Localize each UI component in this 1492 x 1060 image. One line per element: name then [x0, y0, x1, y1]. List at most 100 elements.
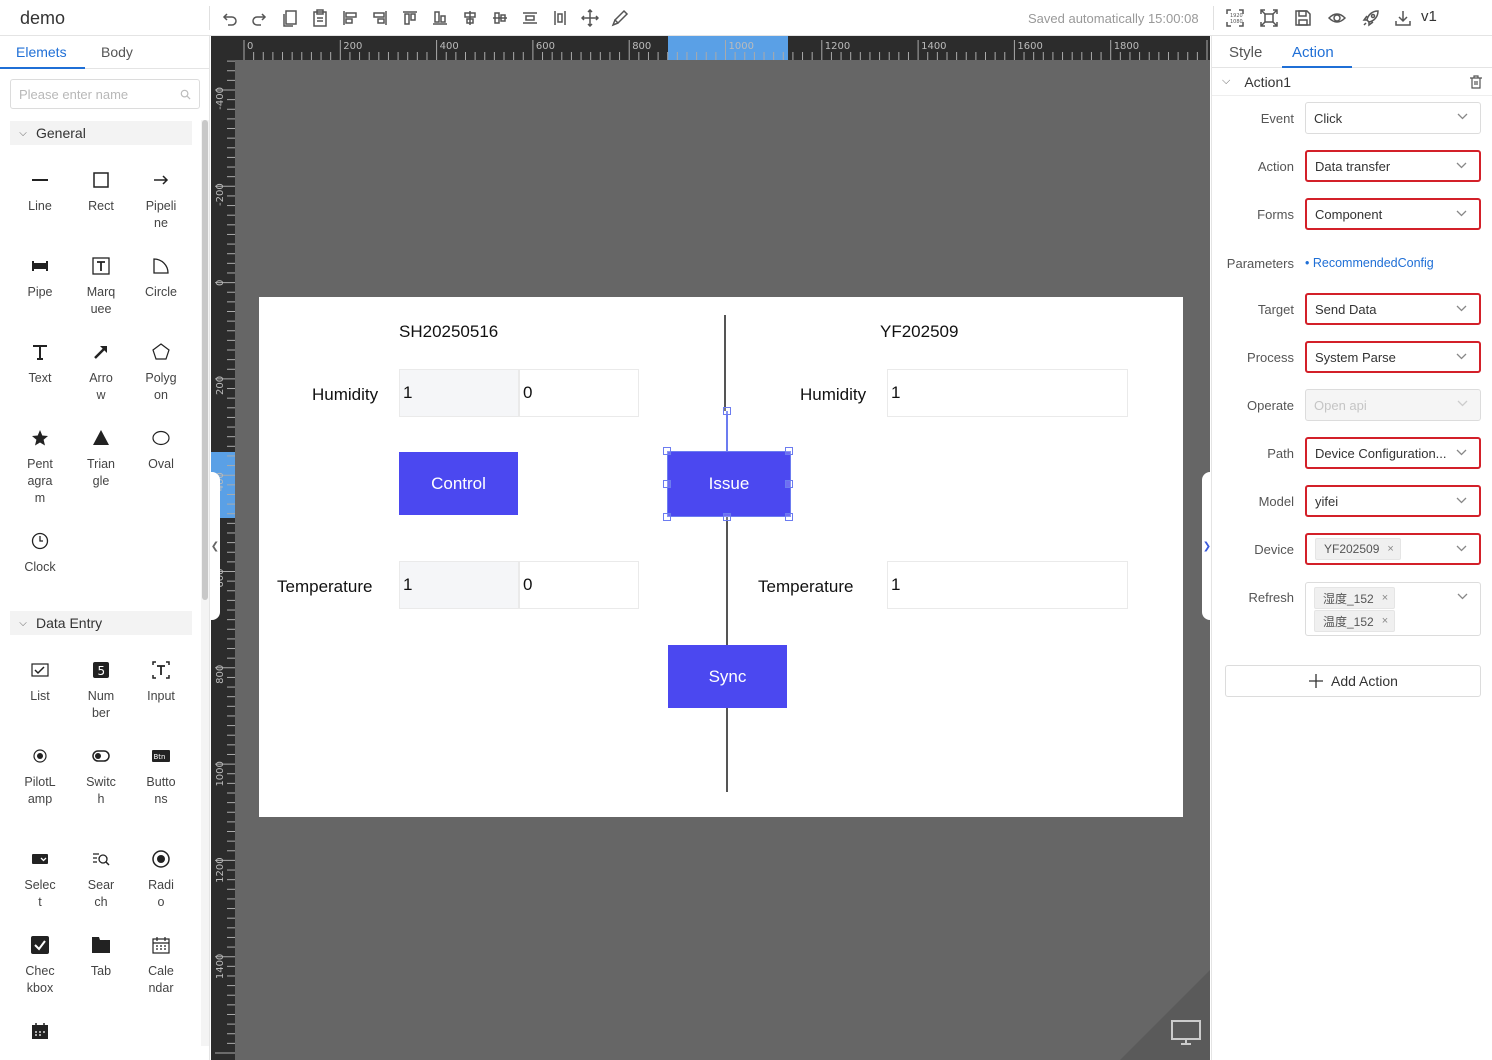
- element-line[interactable]: Line: [10, 166, 70, 215]
- device-a-humidity-value-1[interactable]: 1: [399, 369, 519, 417]
- sync-button[interactable]: Sync: [668, 645, 787, 708]
- scrollbar-thumb[interactable]: [202, 120, 208, 600]
- element-pentagram[interactable]: Pentagram: [10, 424, 70, 507]
- element-select[interactable]: Select: [10, 845, 70, 911]
- chevron-down-icon: [1457, 593, 1468, 600]
- save-icon[interactable]: [1292, 7, 1314, 29]
- refresh-select[interactable]: 湿度_152× 温度_152×: [1305, 582, 1481, 636]
- element-pipe[interactable]: Pipe: [10, 252, 70, 301]
- paste-icon[interactable]: [309, 7, 331, 29]
- resize-handle[interactable]: [663, 513, 671, 521]
- section-general[interactable]: ⌵ General: [10, 121, 192, 145]
- align-left-icon[interactable]: [339, 7, 361, 29]
- tab-style[interactable]: Style: [1229, 44, 1263, 61]
- element-list[interactable]: List: [10, 656, 70, 705]
- align-right-icon[interactable]: [369, 7, 391, 29]
- device-a-temperature-value-1[interactable]: 1: [399, 561, 519, 609]
- element-radio[interactable]: Radio: [131, 845, 191, 911]
- issue-button[interactable]: Issue: [668, 452, 790, 516]
- path-select[interactable]: Device Configuration...: [1305, 437, 1481, 469]
- copy-icon[interactable]: [279, 7, 301, 29]
- monitor-icon[interactable]: [1171, 1020, 1201, 1046]
- resize-handle[interactable]: [785, 480, 793, 488]
- element-rect[interactable]: Rect: [71, 166, 131, 215]
- undo-icon[interactable]: [219, 7, 241, 29]
- element-label: Number: [87, 689, 115, 720]
- target-select[interactable]: Send Data: [1305, 293, 1481, 325]
- collapse-right-panel[interactable]: ❯: [1202, 472, 1212, 620]
- trash-icon[interactable]: [1469, 75, 1483, 89]
- tab-body[interactable]: Body: [101, 44, 133, 60]
- tab-elements[interactable]: Elemets: [16, 44, 67, 60]
- model-select[interactable]: yifei: [1305, 485, 1481, 517]
- close-icon[interactable]: ×: [1381, 592, 1389, 604]
- device-a-temperature-value-2[interactable]: 0: [519, 561, 639, 609]
- element-arrow[interactable]: Arrow: [71, 338, 131, 404]
- section-data-entry[interactable]: ⌵ Data Entry: [10, 611, 192, 635]
- element-label: Pentagram: [27, 457, 53, 505]
- align-horizontal-center-icon[interactable]: [459, 7, 481, 29]
- redo-icon[interactable]: [248, 7, 270, 29]
- download-icon[interactable]: [1392, 7, 1414, 29]
- element-date[interactable]: [10, 1017, 70, 1045]
- event-select[interactable]: Click: [1305, 102, 1481, 134]
- fit-screen-icon[interactable]: [1258, 7, 1280, 29]
- element-switch[interactable]: Switch: [71, 742, 131, 808]
- resize-handle[interactable]: [663, 480, 671, 488]
- element-tab[interactable]: Tab: [71, 931, 131, 980]
- align-bottom-icon[interactable]: [429, 7, 451, 29]
- resize-handle[interactable]: [785, 447, 793, 455]
- device-b-humidity-value[interactable]: 1: [887, 369, 1128, 417]
- resize-handle[interactable]: [663, 447, 671, 455]
- element-pipeline[interactable]: Pipeline: [131, 166, 191, 232]
- element-clock[interactable]: Clock: [10, 527, 70, 576]
- control-button[interactable]: Control: [399, 452, 518, 515]
- design-canvas[interactable]: SH20250516 YF202509 Humidity 1 0 Humidit…: [259, 297, 1183, 817]
- element-circle[interactable]: Circle: [131, 252, 191, 301]
- element-label: Tab: [90, 964, 112, 978]
- element-checkbox[interactable]: Checkbox: [10, 931, 70, 997]
- preview-eye-icon[interactable]: [1326, 7, 1348, 29]
- forms-select[interactable]: Component: [1305, 198, 1481, 230]
- resize-handle[interactable]: [785, 513, 793, 521]
- close-icon[interactable]: ×: [1381, 615, 1389, 627]
- search-input[interactable]: [10, 79, 200, 109]
- connector-handle[interactable]: [723, 407, 731, 415]
- action-collapse-header[interactable]: ⌵ Action1: [1212, 68, 1492, 96]
- element-buttons[interactable]: Btn Buttons: [131, 742, 191, 808]
- element-input[interactable]: Input: [131, 656, 191, 705]
- element-text[interactable]: Text: [10, 338, 70, 387]
- device-select[interactable]: YF202509×: [1305, 533, 1481, 565]
- element-search[interactable]: Search: [71, 845, 131, 911]
- align-top-icon[interactable]: [399, 7, 421, 29]
- process-select[interactable]: System Parse: [1305, 341, 1481, 373]
- distribute-horizontal-icon[interactable]: [519, 7, 541, 29]
- device-a-title: SH20250516: [399, 322, 499, 341]
- element-calendar[interactable]: Calendar: [131, 931, 191, 997]
- element-number[interactable]: 5 Number: [71, 656, 131, 722]
- element-polygon[interactable]: Polygon: [131, 338, 191, 404]
- device-a-humidity-value-2[interactable]: 0: [519, 369, 639, 417]
- publish-rocket-icon[interactable]: [1360, 7, 1382, 29]
- align-vertical-center-icon[interactable]: [489, 7, 511, 29]
- action-select[interactable]: Data transfer: [1305, 150, 1481, 182]
- recommended-config-link[interactable]: • RecommendedConfig: [1305, 256, 1434, 270]
- chevron-down-icon: [1456, 162, 1467, 169]
- add-action-button[interactable]: Add Action: [1225, 665, 1481, 697]
- close-icon[interactable]: ×: [1387, 543, 1394, 555]
- device-b-temperature-value[interactable]: 1: [887, 561, 1128, 609]
- tab-action[interactable]: Action: [1292, 44, 1334, 61]
- resize-handle[interactable]: [723, 513, 731, 521]
- move-icon[interactable]: [579, 7, 601, 29]
- element-triangle[interactable]: Triangle: [71, 424, 131, 490]
- brush-icon[interactable]: [609, 7, 631, 29]
- element-pilotlamp[interactable]: PilotLamp: [10, 742, 70, 808]
- element-oval[interactable]: Oval: [131, 424, 191, 473]
- distribute-vertical-icon[interactable]: [549, 7, 571, 29]
- version-label[interactable]: v1: [1421, 8, 1437, 25]
- collapse-left-panel[interactable]: ❮: [210, 472, 220, 620]
- element-marquee[interactable]: Marquee: [71, 252, 131, 318]
